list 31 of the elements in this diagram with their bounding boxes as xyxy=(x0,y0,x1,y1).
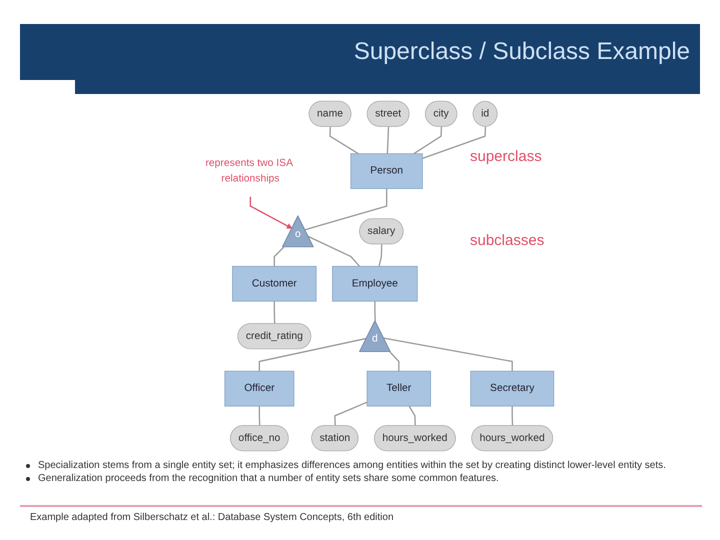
node-box: Teller xyxy=(366,370,431,406)
bullet-text: Specialization stems from a single entity set; it emphasizes differences among entities within the set by creating distinct lower-level entity sets. xyxy=(38,460,667,471)
node-box: Customer xyxy=(232,266,317,302)
connector xyxy=(258,338,367,372)
node-box: Officer xyxy=(224,370,294,406)
connector xyxy=(422,126,486,160)
node-box: Secretary xyxy=(470,370,554,406)
connector xyxy=(374,301,376,322)
connector xyxy=(304,188,388,230)
connector xyxy=(258,406,260,426)
connector xyxy=(408,406,416,426)
node-box: Person xyxy=(350,153,423,189)
source-caption: Example adapted from Silberschatz et al.: Database System Concepts, 6th edition xyxy=(30,512,394,523)
connector xyxy=(334,402,368,426)
bullet-text: Generalization proceeds from the recognition that a number of entity sets share some common features. xyxy=(38,473,500,484)
connector xyxy=(512,406,514,426)
annotation-text: superclass xyxy=(470,148,542,165)
connector xyxy=(389,352,400,372)
connector xyxy=(386,126,390,154)
connector xyxy=(308,236,360,267)
annotation-text: subclasses xyxy=(470,232,544,249)
node-box: Employee xyxy=(332,266,418,302)
connector xyxy=(414,126,442,154)
node-text: represents two ISA relationships xyxy=(205,158,292,184)
arrow xyxy=(250,196,292,229)
connector xyxy=(329,126,359,154)
connector xyxy=(274,246,284,266)
connector xyxy=(274,301,276,324)
connector xyxy=(384,337,513,372)
slide-title: Superclass / Subclass Example xyxy=(354,38,690,66)
connector xyxy=(378,244,382,266)
